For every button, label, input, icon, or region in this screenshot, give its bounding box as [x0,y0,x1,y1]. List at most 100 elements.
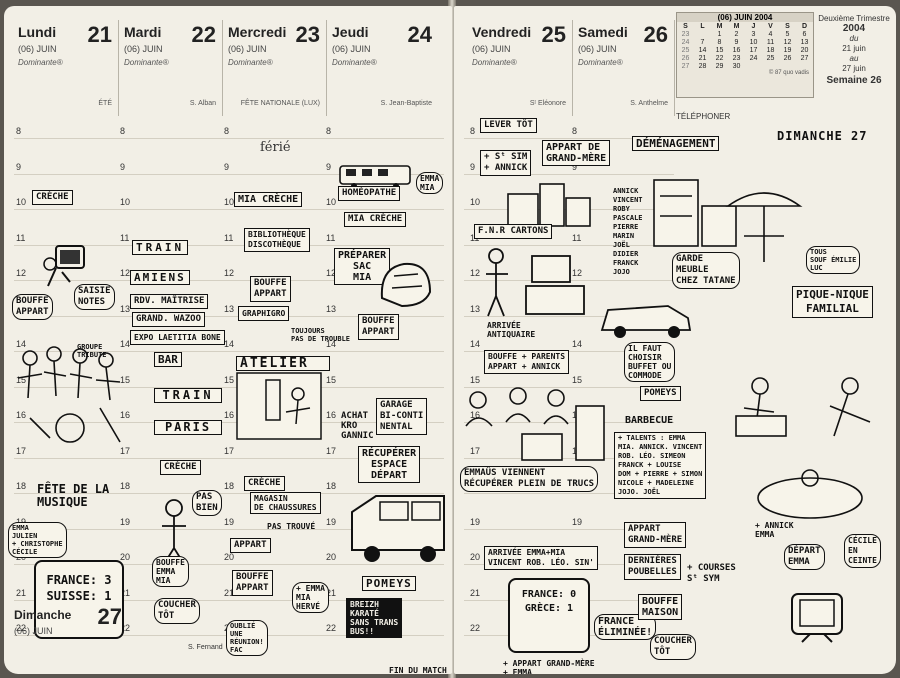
day-name: Samedi [578,24,628,40]
note-fete-musique: FÊTE DE LA MUSIQUE [37,482,110,509]
tv-sketch-small [788,590,848,651]
hour-label: 10 [16,197,27,207]
hour-label: 9 [224,161,230,172]
hour-label: 17 [16,445,27,456]
day-saint: FÊTE NATIONALE (LUX) [240,100,320,107]
drawing-desk-sketch [236,372,322,447]
mini-calendar-day: 20 [800,46,809,54]
picnic-sketch [730,366,890,531]
mini-calendar-day: 26 [783,54,792,62]
hour-label: 13 [224,303,235,314]
note-talents-list: + TALENTS : EMMA MIA. ANNICK. VINCENT RO… [614,432,707,499]
parasol-sketch [724,186,804,271]
day-header-thursday: Jeudi 24 (06) JUIN Dominante® S. Jean-Ba… [328,20,438,116]
hour-label: 12 [120,268,131,278]
mini-calendar-weekday: L [700,22,705,30]
mini-calendar-week-number: 25 [681,46,690,54]
mini-calendar-day: 27 [800,54,809,62]
mini-calendar-day: 3 [751,30,756,38]
mini-calendar-day: 15 [715,46,724,54]
movers-sketch [482,246,592,325]
note-pomeys: POMEYS [362,576,416,591]
note-coucher-tot: COUCHER TÔT [154,598,200,624]
note-st-sim: + Sᵗ SIM + ANNICK [480,150,532,176]
hour-label: 16 [326,410,337,420]
mini-calendar-day [779,62,796,70]
sunday-name: Dimanche [14,608,72,622]
day-name: Vendredi [472,24,532,40]
day-number: 22 [191,22,216,47]
mini-calendar-day: 12 [783,38,792,46]
note-recuperer-espace: RÉCUPÉRER ESPACE DÉPART [358,446,421,483]
day-dominante: Dominante® [472,58,517,67]
hour-label: 15 [120,374,131,385]
binder-spine [448,0,456,678]
day-name: Mercredi [228,24,287,40]
hour-label: 12 [326,268,337,278]
mini-calendar-weekday: M [733,22,740,30]
note-bibliotheque: BIBLIOTHÈQUE DISCOTHÈQUE [244,228,310,252]
sunday-header: Dimanche 27 (06) JUIN [10,604,128,650]
mini-calendar-weekday: J [751,22,756,30]
day-header-wednesday: Mercredi 23 (06) JUIN Dominante® FÊTE NA… [224,20,327,116]
ferie-label: férié [260,140,291,155]
hour-label: 19 [224,516,235,527]
mini-calendar-week-number: 26 [681,54,690,62]
mini-calendar-day: 23 [732,54,741,62]
hour-rule [14,528,444,530]
hour-label: 19 [572,516,583,527]
hour-label: 10 [224,197,235,207]
note-creche: CRÈCHE [32,190,73,205]
mini-calendar-weekday: V [768,22,773,30]
computer-sketch [42,242,102,293]
hour-rule [464,528,674,530]
note-creche-3: CRÈCHE [244,476,285,491]
note-toujours: TOUJOURS PAS DE TROUBLE [291,327,351,343]
hour-label: 10 [326,197,337,207]
furniture-sketch [650,176,740,257]
hour-label: 16 [470,410,481,420]
backpack-sketch [374,254,436,315]
note-breizh: BREIZH KARATÉ SANS TRANS BUS!! [346,598,403,638]
day-dominante: Dominante® [332,58,377,67]
note-creche-2: CRÈCHE [160,460,201,475]
hour-rule [464,493,674,494]
hour-label: 20 [326,552,337,562]
day-month: (06) JUIN [228,44,267,54]
note-bouffe-appart: BOUFFE APPART [12,294,53,320]
mini-calendar-weekday: S [683,22,688,30]
note-emma-julien: EMMA JULIEN + CHRISTOPHE CÉCILE [8,522,67,558]
note-appart-grand-mere-2: + APPART GRAND-MÈRE + EMMA [503,659,595,674]
note-pique-nique: PIQUE-NIQUE FAMILIAL [792,286,873,318]
day-number: 25 [541,22,566,47]
hour-label: 19 [16,517,26,527]
sunday-number: 27 [97,604,122,629]
note-dernieres-poubelles: DERNIÈRES POUBELLES [624,554,681,580]
note-emmaus: EMMAÜS VIENNENT RÉCUPÉRER PLEIN DE TRUCS [460,466,599,492]
mini-calendar-week-number: 24 [681,38,690,46]
note-atelier: ATELIER [236,356,330,371]
tv-france-grece: FRANCE: 0 GRÈCE: 1 [508,578,590,653]
note-pas-trouve: PAS TROUVÉ [267,522,316,531]
mini-calendar-day: 21 [698,54,707,62]
day-number: 26 [643,22,668,47]
hour-label: 11 [224,232,234,243]
quarter-from: 21 juin [842,44,866,53]
hour-rule [14,564,444,565]
hour-label: 8 [224,126,230,136]
mini-calendar-week-number: 23 [681,30,690,38]
mini-calendar-weekday: D [801,22,808,30]
mini-calendar-day [694,30,711,38]
hour-label: 10 [120,197,131,207]
note-bouffe-appart-2: BOUFFE APPART [250,276,291,302]
note-groupe: GROUPE TRIBUTE [77,343,107,359]
mini-calendar-day: 9 [734,38,739,46]
quarter-year: 2004 [842,23,866,34]
mini-calendar-day: 19 [783,46,792,54]
hour-label: 11 [120,232,130,243]
hour-rule [464,386,674,388]
mini-calendar-day: 2 [734,30,739,38]
mini-calendar-day: 18 [766,46,775,54]
